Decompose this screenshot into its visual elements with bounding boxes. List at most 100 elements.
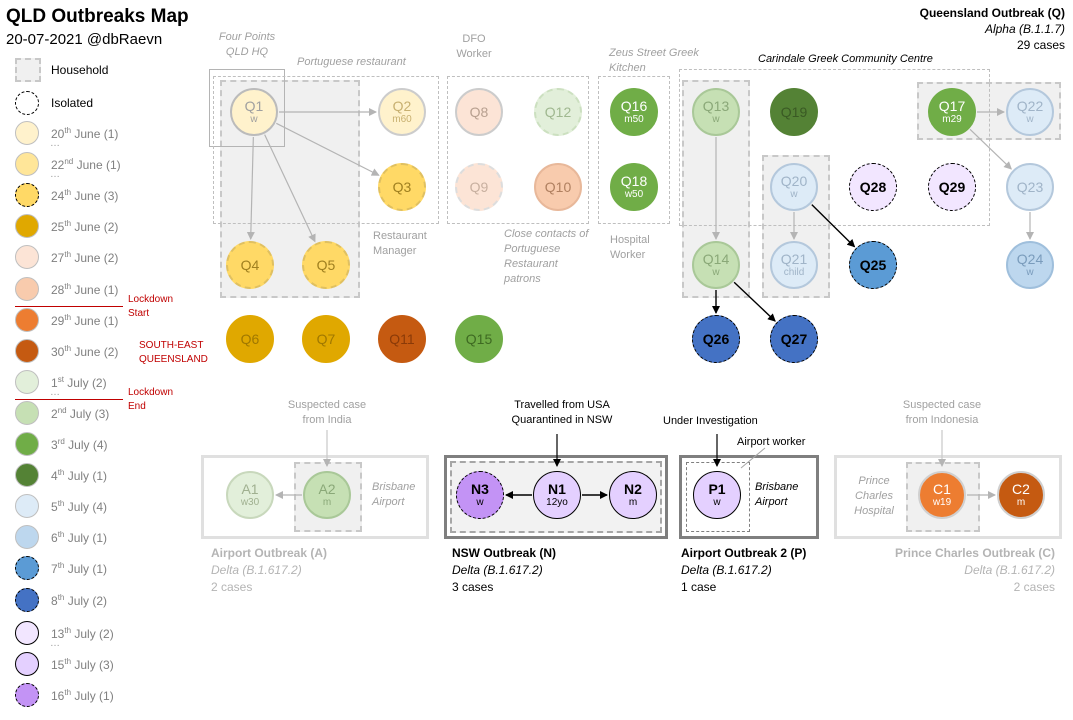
case-id: N3 (471, 480, 489, 497)
legend-day-suffix: nd (64, 157, 74, 167)
airport-worker-pointer (740, 447, 766, 469)
case-node-q27[interactable]: Q27 (770, 315, 818, 363)
legend-color-swatch (15, 682, 39, 707)
case-id: Q12 (544, 103, 572, 120)
brisbane-airport-a-label: Brisbane Airport (372, 481, 416, 508)
legend-color-swatch (15, 432, 39, 456)
case-node-q5[interactable]: Q5 (302, 241, 350, 289)
case-node-q26[interactable]: Q26 (692, 315, 740, 363)
case-node-q11[interactable]: Q11 (378, 315, 426, 363)
case-node-q9[interactable]: Q9 (455, 163, 503, 211)
legend-month: June (71, 344, 104, 359)
case-node-q23[interactable]: Q23 (1006, 163, 1054, 211)
case-node-q6[interactable]: Q6 (226, 315, 274, 363)
legend-count: (1) (99, 688, 114, 703)
case-node-q19[interactable]: Q19 (770, 88, 818, 136)
legend-day-suffix: th (64, 126, 72, 135)
legend-day-suffix: rd (57, 437, 65, 446)
case-node-q3[interactable]: Q3 (378, 163, 426, 211)
legend-month: July (63, 375, 92, 390)
case-id: C1 (933, 480, 951, 497)
legend-count: (2) (92, 593, 108, 608)
case-node-q29[interactable]: Q29 (928, 163, 976, 211)
legend-day-suffix: th (57, 530, 65, 540)
airport-outbreak-p-box (679, 455, 819, 539)
carindale-label: Carindale Greek Community Centre (758, 53, 933, 65)
legend-color-swatch (15, 494, 39, 519)
case-descriptor: child (783, 266, 805, 278)
legend-count: (1) (92, 562, 108, 577)
case-descriptor: m (322, 496, 332, 508)
queensland-outbreak-name: Queensland Outbreak (Q) (919, 6, 1065, 20)
portuguese-restaurant-box (213, 76, 439, 224)
case-id: Q7 (316, 330, 336, 347)
legend-item-label: 27th June (2) (51, 250, 118, 265)
prince-charles-hospital-label: Prince Charles Hospital (854, 475, 894, 517)
legend-item-label: 13th July (2) (51, 626, 114, 641)
legend-day: 25 (51, 220, 65, 235)
legend-isolated-label: Isolated (51, 96, 94, 110)
case-node-q15[interactable]: Q15 (455, 315, 503, 363)
case-node-q12[interactable]: Q12 (534, 88, 582, 136)
case-id: Q22 (1016, 97, 1044, 114)
case-node-q28[interactable]: Q28 (849, 163, 897, 211)
case-node-q4[interactable]: Q4 (226, 241, 274, 289)
case-id: Q24 (1016, 250, 1044, 267)
case-node-q10[interactable]: Q10 (534, 163, 582, 211)
case-descriptor: w (790, 188, 798, 200)
case-id: Q25 (859, 256, 887, 273)
legend-ellipsis: … (50, 169, 60, 181)
case-node-q8[interactable]: Q8 (455, 88, 503, 136)
legend-day: 15 (51, 657, 65, 672)
legend-color-swatch (15, 183, 39, 208)
case-id: Q3 (392, 178, 412, 195)
link-q1-q4 (246, 136, 255, 241)
legend-item-label: 28th June (1) (51, 282, 118, 297)
legend-ellipsis: … (50, 637, 60, 649)
legend-item-label: 25th June (2) (51, 219, 118, 234)
case-node-q7[interactable]: Q7 (302, 315, 350, 363)
legend-month: July (64, 469, 93, 484)
legend-day-suffix: th (64, 312, 72, 322)
case-descriptor: w30 (240, 496, 260, 508)
case-descriptor: w (712, 113, 720, 125)
portuguese-restaurant-label: Portuguese restaurant (297, 56, 406, 68)
airport-outbreak-a-cases: 2 cases (211, 580, 253, 594)
legend-day: 4 (51, 469, 58, 484)
case-node-q25[interactable]: Q25 (849, 241, 897, 289)
legend-month: June (71, 127, 104, 141)
prince-charles-outbreak-cases: 2 cases (1013, 580, 1055, 594)
legend-day: 27 (51, 251, 65, 266)
legend-color-swatch (15, 556, 39, 581)
lockdown-start-label: Lockdown Start (128, 294, 174, 319)
airport-outbreak-p-label: Airport Outbreak 2 (P) Delta (B.1.617.2)… (681, 545, 806, 596)
case-descriptor: m29 (942, 113, 962, 125)
legend-count: (1) (103, 282, 119, 297)
case-id: Q6 (240, 330, 260, 347)
legend-month: July (64, 531, 93, 546)
legend-day-suffix: th (64, 656, 72, 666)
queensland-outbreak-label: Queensland Outbreak (Q) Alpha (B.1.1.7) … (920, 5, 1065, 53)
legend-month: July (71, 688, 100, 703)
